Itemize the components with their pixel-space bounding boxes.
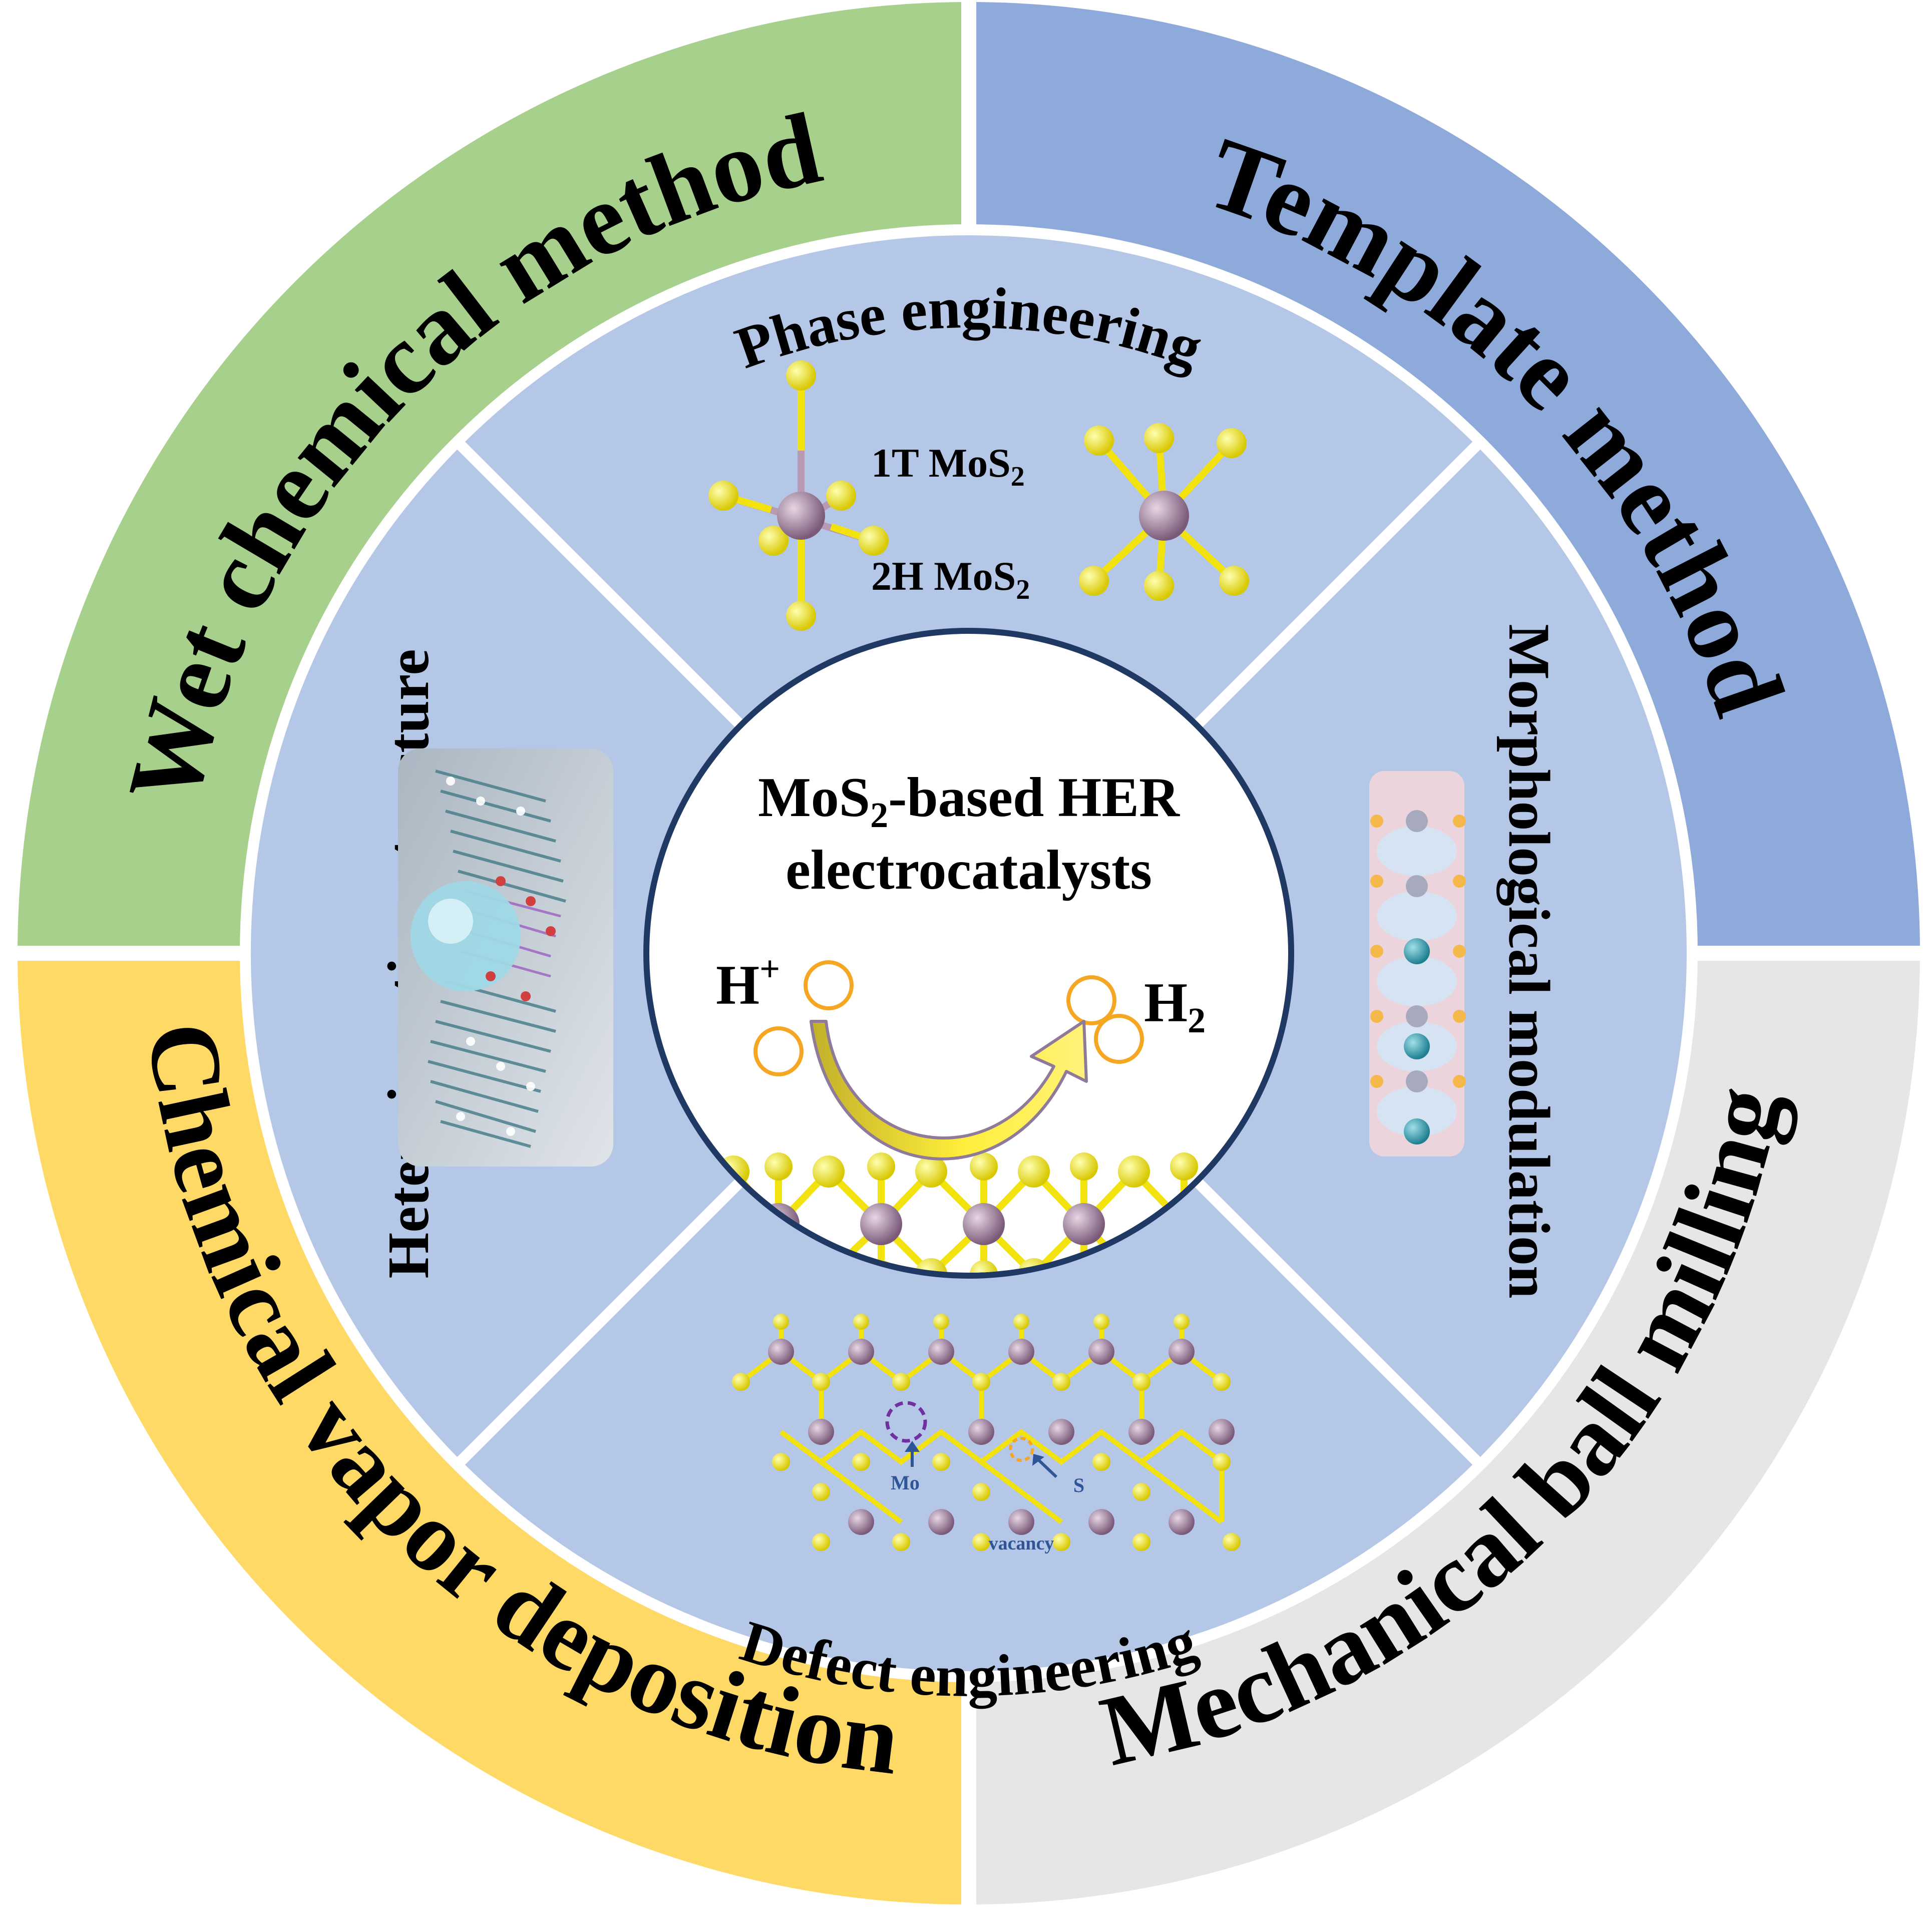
mo-vacancy-label: Mo (891, 1471, 920, 1494)
s-vacancy-label: S (1073, 1474, 1084, 1496)
morphological-label: Morphological modulation (1496, 624, 1562, 1298)
center-title-line1: MoS2-based HER (758, 766, 1180, 835)
mo-vacancy-marker (885, 1401, 927, 1443)
vacancy-label: vacancy (989, 1533, 1054, 1554)
hydrogen-bubbles (753, 960, 1144, 1076)
defect-lattice (732, 1314, 1241, 1551)
proton-bubble (753, 1026, 804, 1076)
h2-bubble (1094, 1014, 1144, 1064)
inner-divider-sw (453, 1175, 747, 1469)
label-1t-mos2: 1T MoS2 (871, 440, 1025, 492)
inner-divider-ne (1191, 438, 1484, 731)
center-circle (643, 628, 1294, 1279)
charge-density-image (1369, 771, 1466, 1157)
heterojunction-structure-image (398, 748, 613, 1167)
mo-atom (777, 492, 825, 540)
center-title-line2: electrocatalysts (786, 839, 1152, 901)
proton-bubble (804, 960, 854, 1010)
inner-divider-se (1191, 1175, 1484, 1469)
h-plus-label: H+ (716, 949, 780, 1016)
phase-2h-structure (1079, 423, 1249, 601)
h2-bubble (1066, 975, 1116, 1025)
inner-divider-nw (453, 438, 747, 731)
mo-atom (1139, 491, 1189, 541)
s-vacancy-marker (1009, 1437, 1034, 1462)
phase-1t-structure (708, 360, 889, 631)
reaction-arrow-icon (810, 1020, 1088, 1161)
label-2h-mos2: 2H MoS2 (871, 553, 1030, 605)
h2-label: H2 (1144, 972, 1206, 1040)
